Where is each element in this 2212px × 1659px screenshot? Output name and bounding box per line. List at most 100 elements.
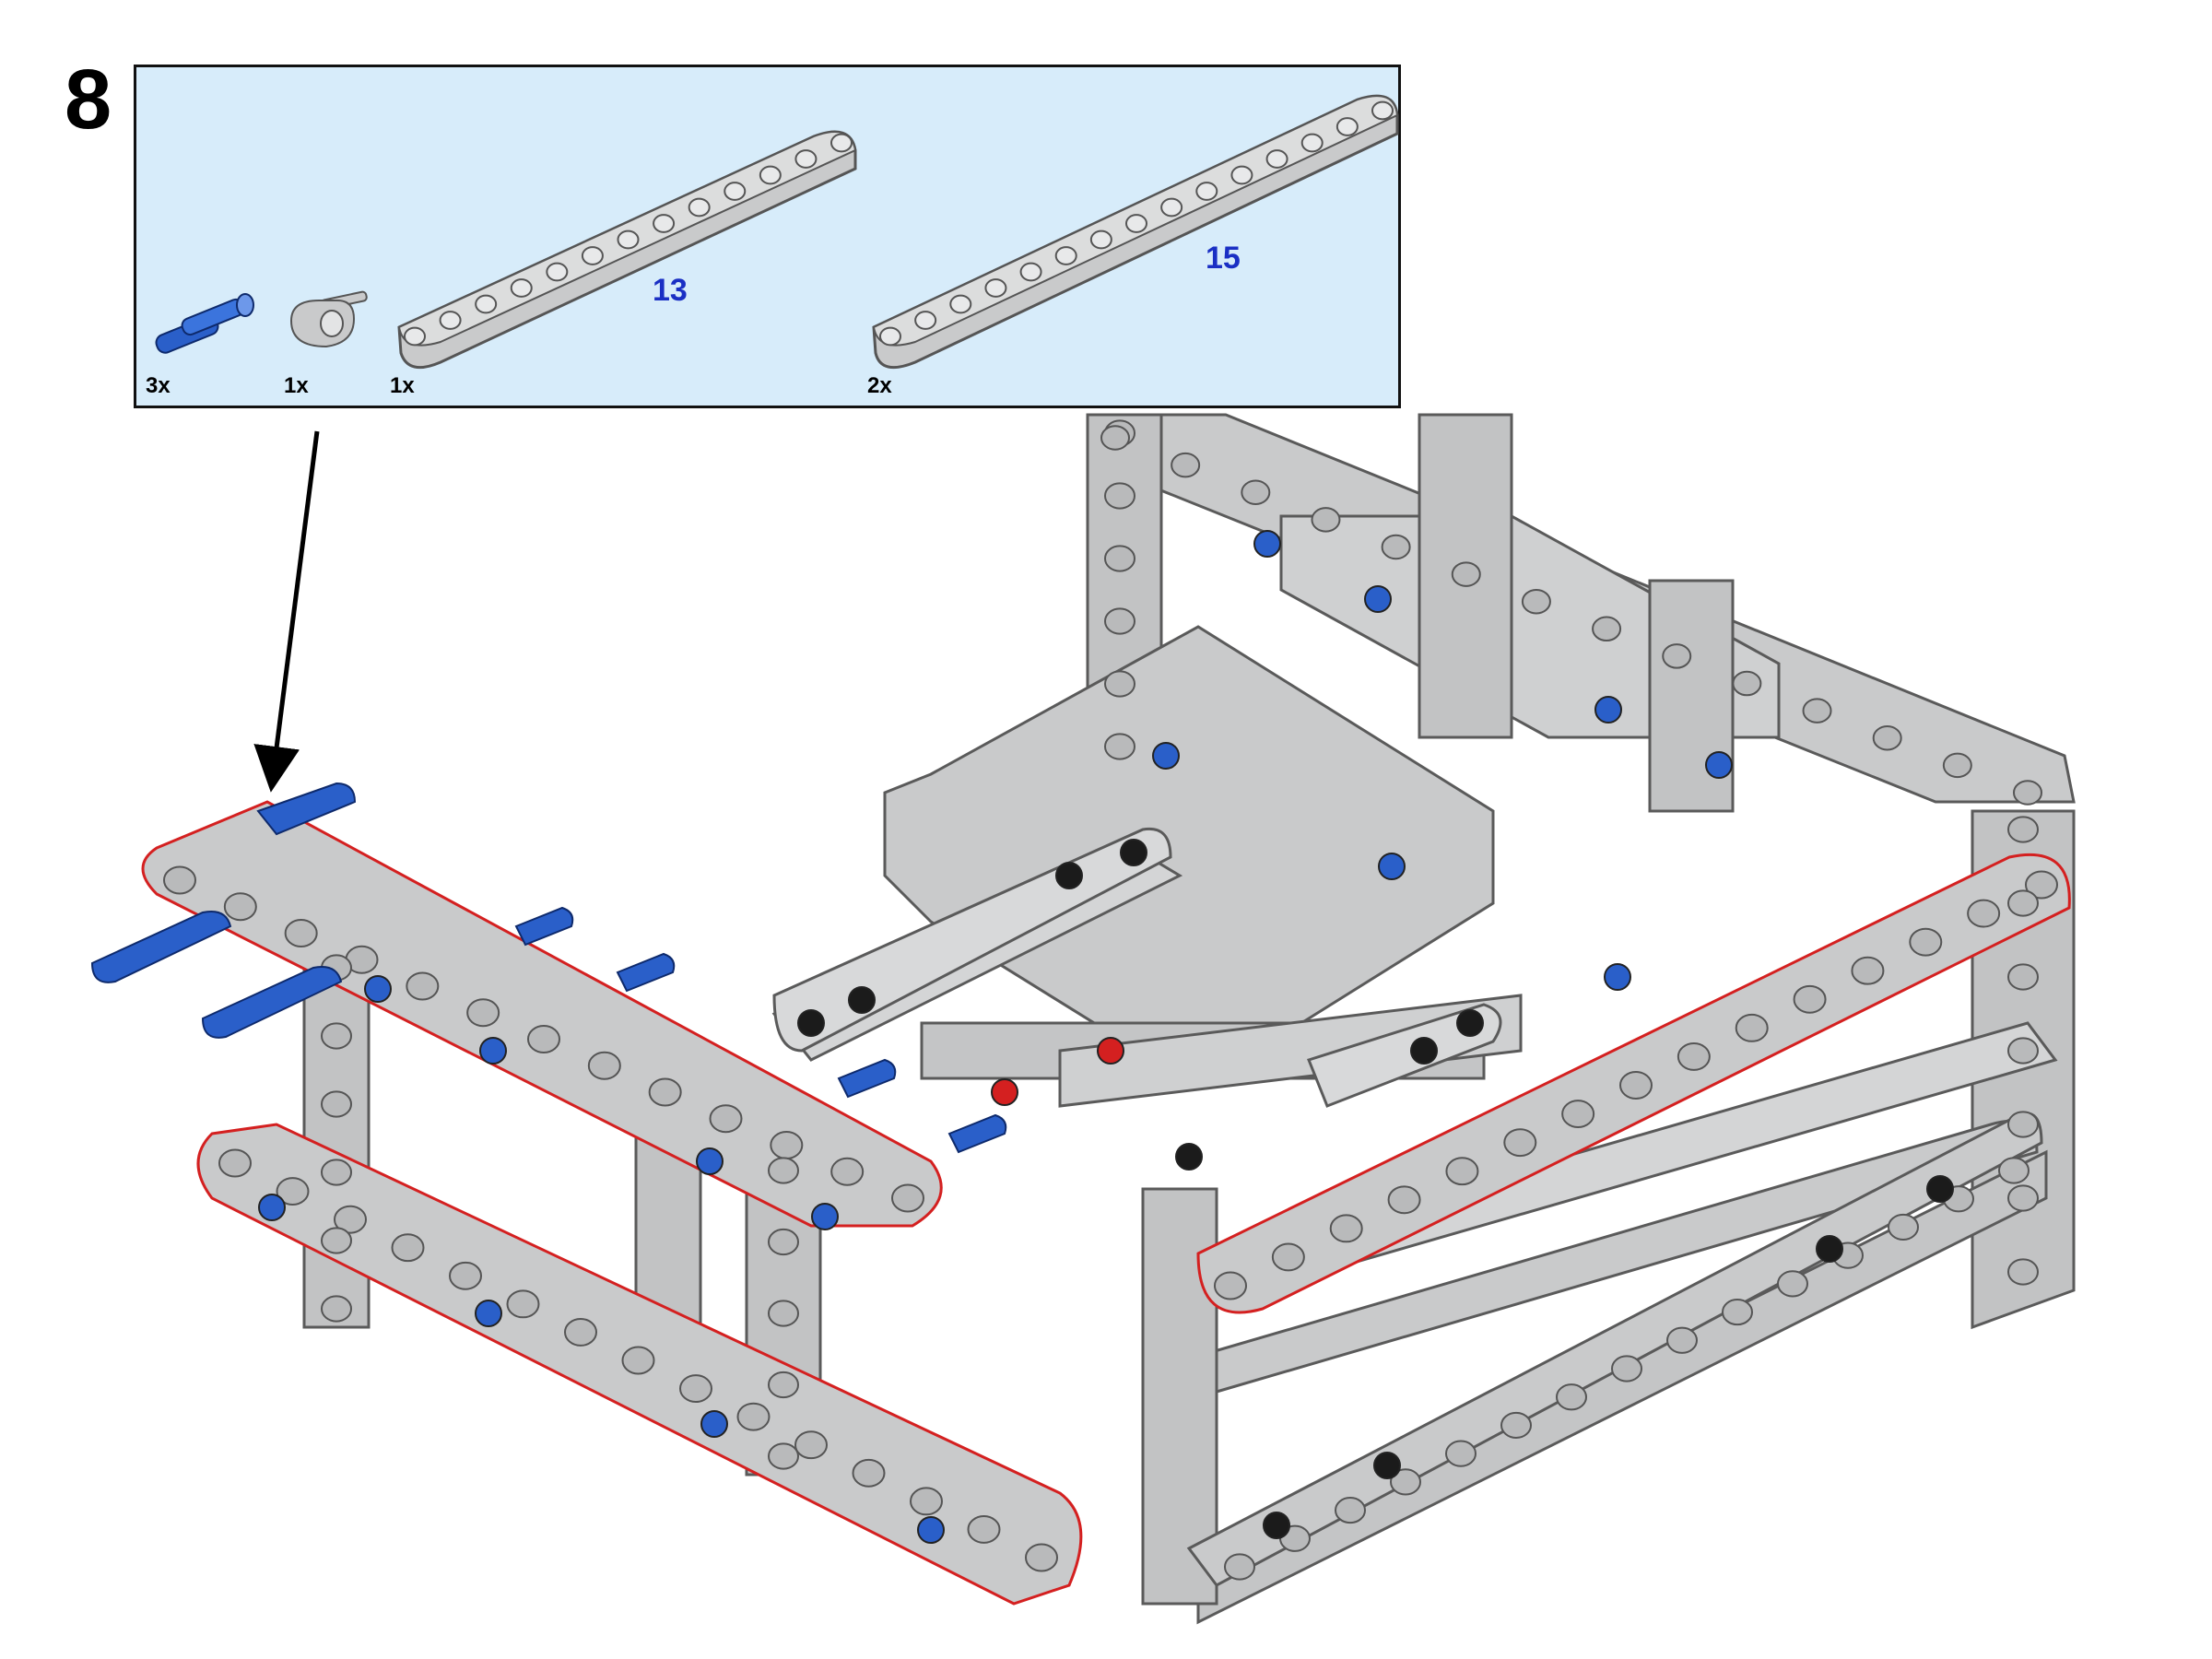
beam-hole xyxy=(1677,1041,1711,1071)
part-quantity-beam-15: 2x xyxy=(867,373,892,398)
beam-hole xyxy=(770,1131,804,1159)
beam-hole xyxy=(1125,214,1147,233)
beam-hole xyxy=(688,197,711,218)
beam-hole xyxy=(321,1090,352,1118)
beam-hole xyxy=(1556,1383,1587,1411)
beam-hole xyxy=(475,294,498,314)
beam-hole xyxy=(709,1104,743,1134)
beam-hole xyxy=(910,1487,943,1516)
beam-hole xyxy=(218,1148,252,1178)
beam-15-length-label: 15 xyxy=(1206,241,1241,276)
beam-hole xyxy=(406,971,440,1001)
black-pin-hole xyxy=(1055,862,1083,889)
beam-hole xyxy=(830,133,853,153)
beam-hole xyxy=(1241,479,1271,505)
beam-hole xyxy=(768,1157,799,1184)
gray-connector-icon xyxy=(289,290,368,348)
parts-list-illustrations xyxy=(155,94,1399,370)
beam-hole xyxy=(1104,670,1135,698)
beam-hole xyxy=(967,1514,1001,1544)
beam-hole xyxy=(439,311,462,330)
beam-hole xyxy=(617,229,640,250)
beam-hole xyxy=(759,165,782,185)
beam-hole xyxy=(1104,545,1135,572)
black-pin-hole xyxy=(1816,1235,1843,1263)
blue-pin-hole xyxy=(811,1203,839,1230)
red-pin-hole xyxy=(991,1078,1018,1106)
beam-hole xyxy=(852,1458,886,1488)
beam-hole xyxy=(2013,780,2042,806)
black-pin-hole xyxy=(848,986,876,1014)
beam-13-length-label: 13 xyxy=(653,273,688,308)
beam-hole xyxy=(466,998,500,1028)
blue-pin-icon xyxy=(155,293,254,354)
beam-hole xyxy=(879,326,901,347)
beam-hole xyxy=(648,1077,682,1107)
beam-hole xyxy=(1271,1242,1305,1272)
beam-hole xyxy=(794,149,818,169)
beam-hole xyxy=(1300,133,1324,153)
beam-hole xyxy=(794,1430,828,1460)
beam-hole xyxy=(736,1402,771,1431)
blue-pin-hole xyxy=(1705,751,1733,779)
beam-hole xyxy=(163,865,196,895)
beam-hole xyxy=(1851,956,1885,985)
beam-hole xyxy=(1019,262,1042,282)
black-pin-hole xyxy=(1263,1512,1290,1539)
beam-hole xyxy=(276,1177,310,1206)
black-pin-hole xyxy=(1120,839,1147,866)
beam-hole xyxy=(1390,1468,1421,1496)
beam-hole xyxy=(1998,1157,2030,1184)
beam-hole xyxy=(321,1159,352,1186)
beam-hole xyxy=(1104,607,1135,635)
beam-hole xyxy=(527,1025,560,1053)
beam-hole xyxy=(1104,733,1135,760)
beam-hole xyxy=(510,278,533,298)
beam-hole xyxy=(1592,616,1622,642)
beam-hole xyxy=(1230,165,1253,185)
blue-pins-front xyxy=(90,782,1007,1154)
beam-hole xyxy=(581,246,604,265)
beam-hole xyxy=(2007,889,2039,917)
blue-pin-hole xyxy=(1253,530,1281,558)
part-quantity-blue-pin: 3x xyxy=(146,373,171,398)
beam-hole xyxy=(587,1051,621,1080)
beam-hole xyxy=(768,1442,799,1470)
beam-hole xyxy=(891,1183,924,1213)
beam-hole xyxy=(1387,1185,1421,1215)
beam-hole xyxy=(1521,588,1551,615)
beam-hole xyxy=(984,278,1007,298)
beam-hole xyxy=(321,1022,352,1050)
beam-hole xyxy=(768,1228,799,1256)
beam-hole xyxy=(449,1261,482,1290)
beam-hole xyxy=(284,919,318,947)
beam-hole xyxy=(404,326,426,347)
beam-hole xyxy=(1445,1440,1477,1467)
beam-hole xyxy=(1722,1298,1753,1326)
beam-hole xyxy=(2007,963,2039,991)
beam-hole xyxy=(1214,1271,1247,1300)
black-pin-hole xyxy=(1456,1009,1484,1037)
beam-hole xyxy=(1311,507,1341,533)
beam-hole-pattern xyxy=(404,100,1394,347)
beam-hole xyxy=(223,892,257,922)
beam-hole xyxy=(1872,725,1902,751)
beam-hole xyxy=(506,1289,540,1319)
beam-hole xyxy=(1662,643,1692,669)
beam-hole xyxy=(914,311,937,330)
beam-hole xyxy=(1802,698,1832,724)
beam-holes xyxy=(163,419,2058,1581)
blue-pin-hole xyxy=(1604,963,1631,991)
blue-pin-hole xyxy=(1594,696,1622,724)
beam-hole xyxy=(1445,1157,1479,1186)
blue-pin-hole xyxy=(479,1037,507,1065)
beam-hole xyxy=(1160,197,1183,218)
beam-hole xyxy=(1171,452,1201,478)
beam-hole xyxy=(830,1157,865,1186)
blue-pin-hole xyxy=(475,1300,502,1327)
beam-hole xyxy=(1561,1100,1595,1129)
beam-hole xyxy=(1054,246,1077,265)
beam-hole xyxy=(1104,482,1135,510)
beam-hole xyxy=(564,1317,597,1347)
beam-hole xyxy=(1025,1543,1058,1572)
